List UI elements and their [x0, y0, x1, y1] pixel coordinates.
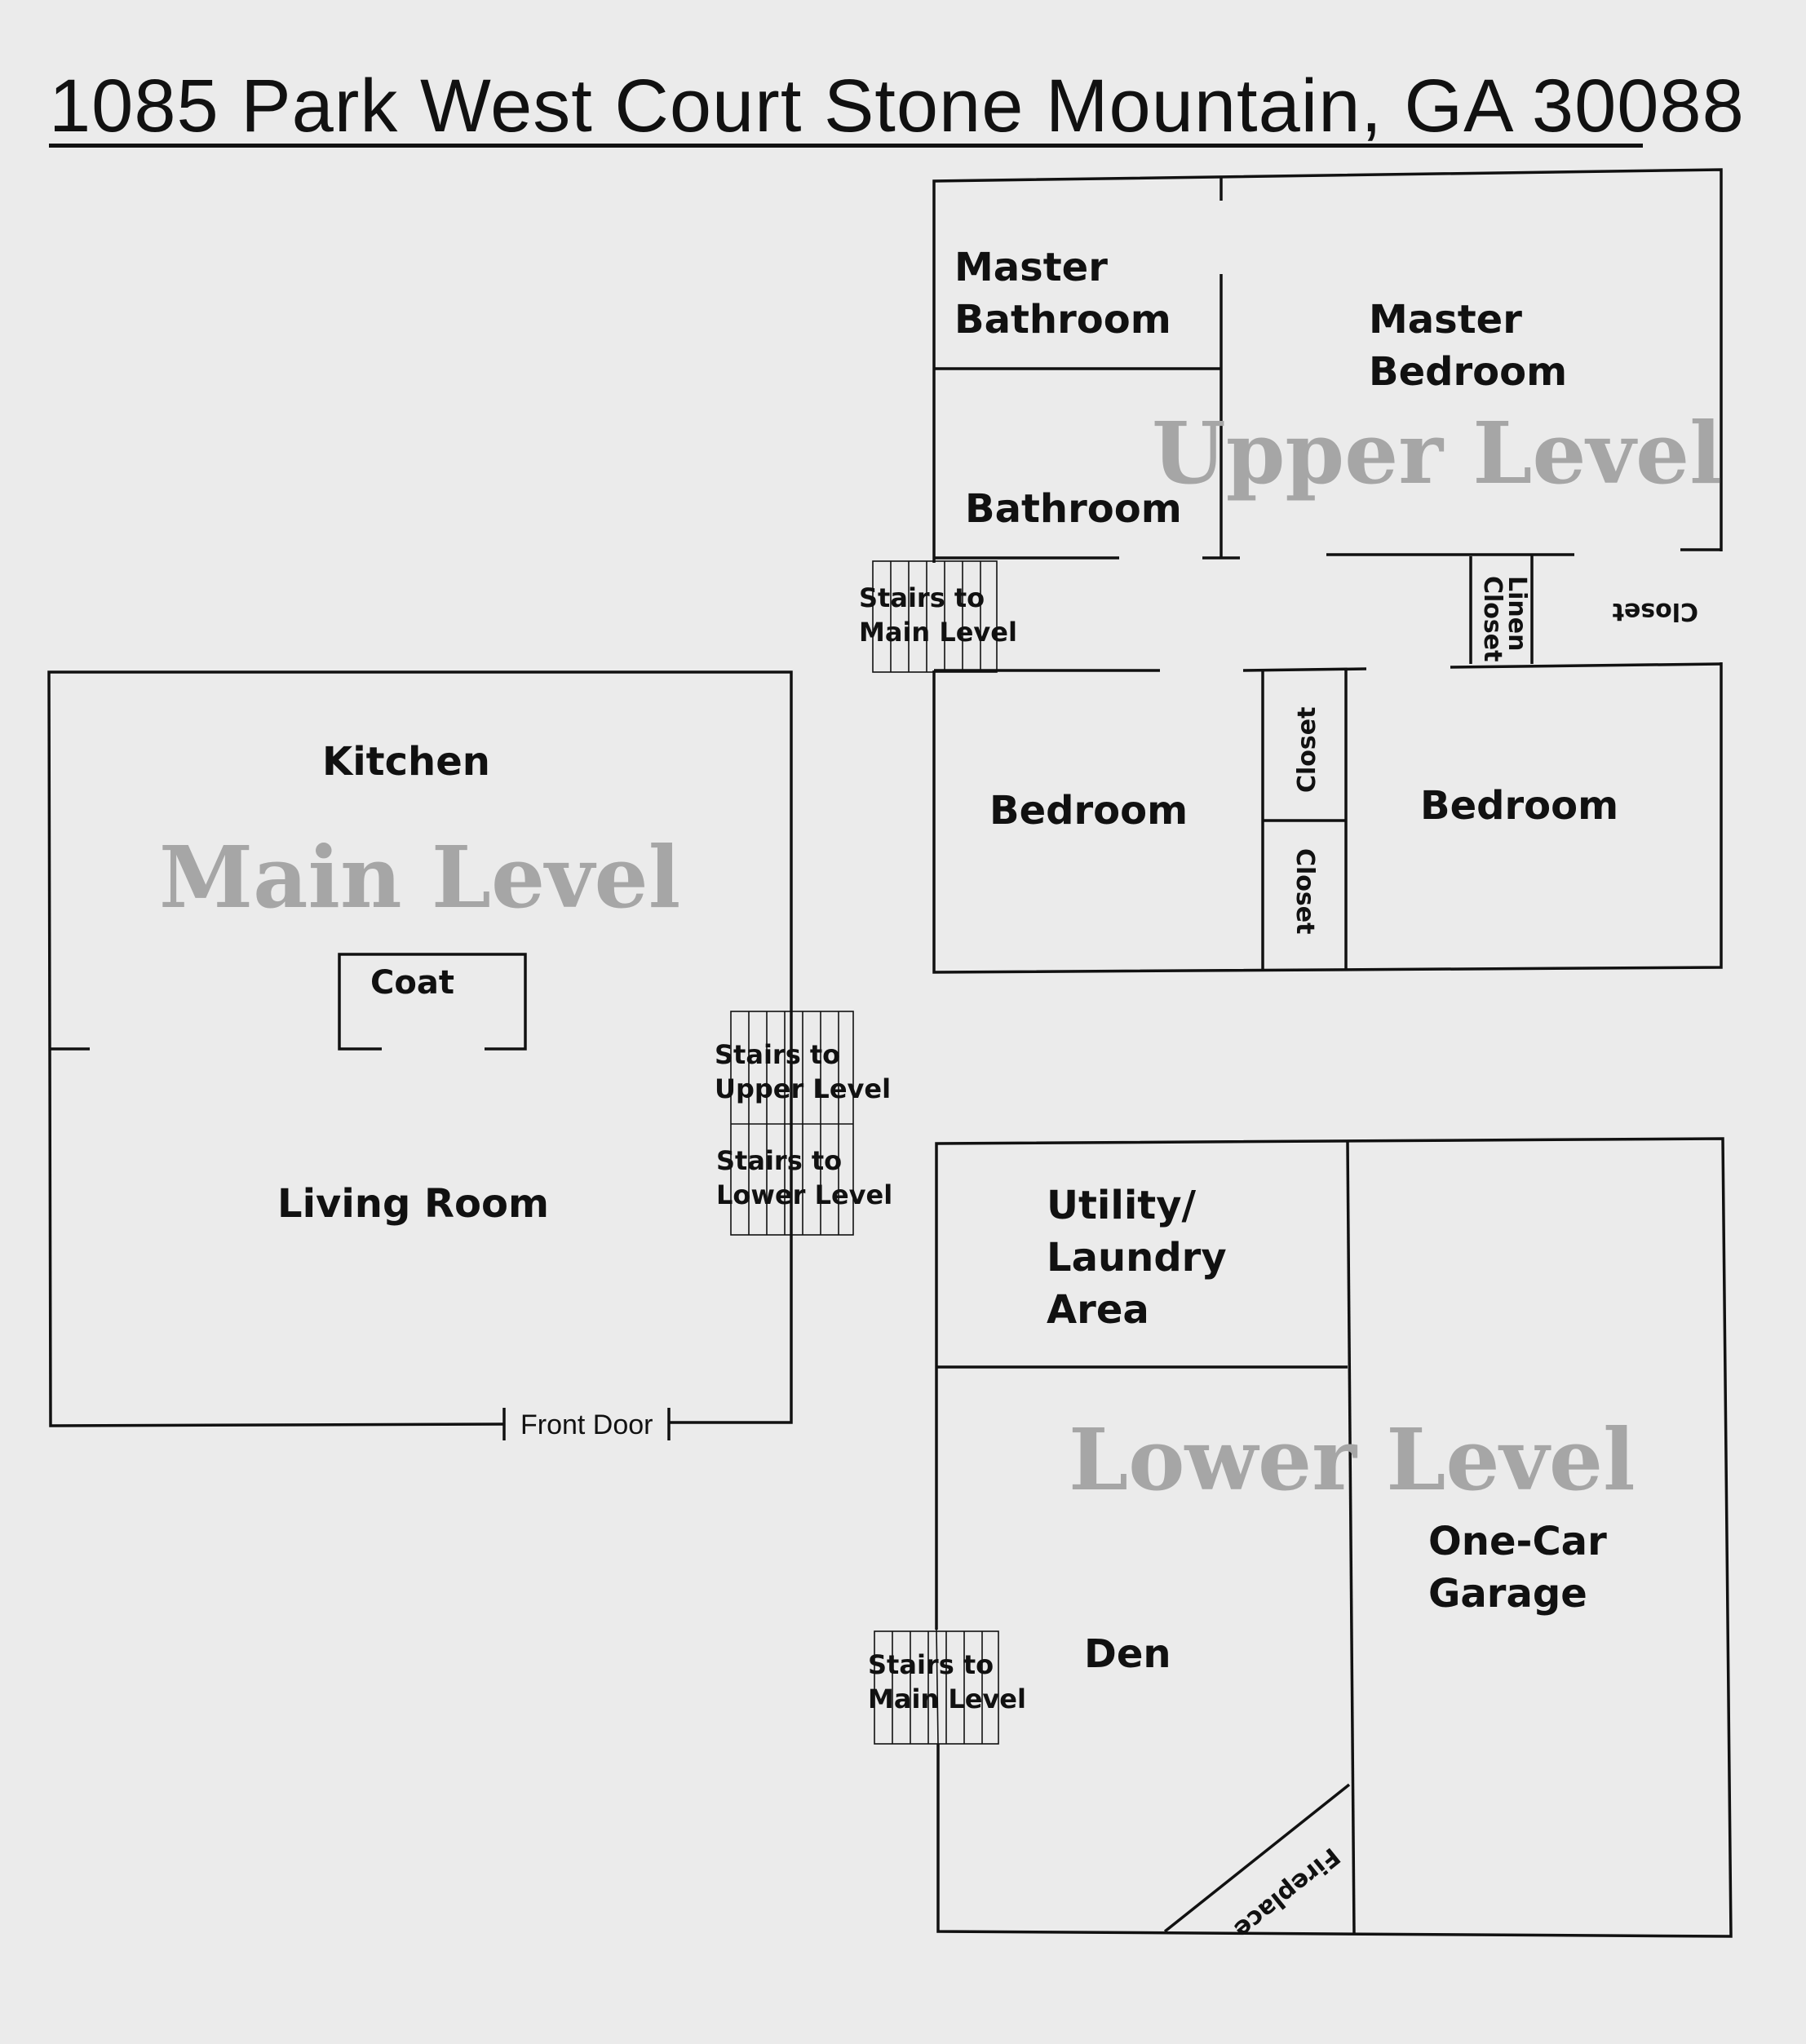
title-underline	[49, 144, 1643, 148]
master-bathroom-label-2: Bathroom	[954, 297, 1171, 343]
garage-label-1: One-Car	[1428, 1519, 1607, 1564]
upper-outer-wall-top	[932, 168, 1723, 563]
lower-stairs-label-2: Main Level	[868, 1683, 1026, 1714]
bedroom-left-label: Bedroom	[989, 788, 1188, 834]
stairs-down-label-1: Stairs to	[716, 1145, 842, 1176]
upper-level-label: Upper Level	[1152, 403, 1722, 503]
coat-closet-label: Coat	[370, 964, 454, 1002]
lower-outer-wall	[935, 1137, 1733, 1938]
master-bedroom-label-1: Master	[1369, 297, 1522, 343]
main-level-label: Main Level	[159, 827, 680, 927]
lower-level-label: Lower Level	[1069, 1409, 1636, 1510]
wall-segment	[1242, 667, 1367, 672]
closet-a-label: Closet	[1293, 707, 1321, 793]
wall-segment	[936, 1629, 939, 1745]
lower-level-plan: Lower Level Utility/ Laundry Area One-Ca…	[868, 1137, 1733, 1944]
closet-right-label: Closet	[1613, 597, 1698, 626]
page-title: 1085 Park West Court Stone Mountain, GA …	[49, 64, 1745, 148]
upper-stairs-label-2: Main Level	[859, 617, 1017, 648]
upper-level-plan: Upper Level Master Bathroom Master Bedro…	[859, 168, 1723, 974]
utility-label-1: Utility/	[1047, 1183, 1197, 1228]
master-bedroom-label-2: Bedroom	[1369, 349, 1567, 395]
stairs-up-label-1: Stairs to	[715, 1039, 840, 1070]
coat-closet-wall	[338, 953, 527, 1051]
den-label: Den	[1084, 1631, 1171, 1677]
living-room-label: Living Room	[277, 1181, 549, 1227]
stairs-up-label-2: Upper Level	[715, 1073, 891, 1104]
utility-label-2: Laundry	[1047, 1235, 1227, 1281]
fireplace-wall	[1163, 1783, 1351, 1933]
linen-closet-label-1: Closet	[1478, 576, 1507, 661]
lower-stairs-label-1: Stairs to	[868, 1649, 994, 1680]
master-bathroom-label-1: Master	[954, 245, 1108, 290]
upper-stairs	[872, 560, 998, 673]
lower-stairs	[874, 1630, 999, 1745]
stairs-down-label-2: Lower Level	[716, 1179, 892, 1210]
utility-label-3: Area	[1047, 1287, 1149, 1333]
main-level-plan: Main Level Kitchen Coat Living Room Fron…	[47, 670, 892, 1440]
main-outer-wall	[47, 670, 793, 1427]
bathroom-label: Bathroom	[965, 486, 1182, 532]
wall-segment	[1450, 662, 1722, 669]
kitchen-label: Kitchen	[322, 739, 490, 785]
upper-outer-wall-bottom	[932, 662, 1723, 974]
front-door-label: Front Door	[520, 1409, 653, 1440]
linen-closet-label-2: Linen	[1503, 576, 1531, 651]
fireplace-label: Fireplace	[1228, 1842, 1345, 1944]
garage-label-2: Garage	[1428, 1571, 1587, 1617]
wall-garage	[1346, 1141, 1356, 1934]
bedroom-right-label: Bedroom	[1420, 783, 1618, 829]
main-stairs	[730, 1011, 854, 1236]
closet-b-label: Closet	[1290, 848, 1319, 934]
upper-stairs-label-1: Stairs to	[859, 582, 985, 613]
